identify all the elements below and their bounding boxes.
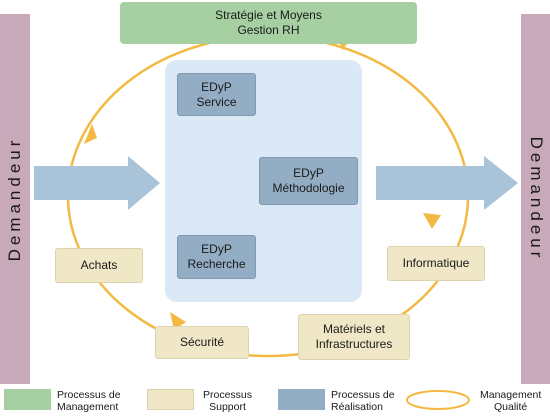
flow-arrow-in [34,156,160,210]
legend-realisation-swatch [278,389,325,410]
legend-management-swatch [4,389,51,410]
achats-label: Achats [80,258,118,272]
legend-realisation-text: Processus de Réalisation [331,389,395,413]
materiels-box: Matériels et Infrastructures [298,314,410,360]
demandeur-right-bar: Demandeur [521,14,550,384]
legend-qualite-text: Management Qualité [480,389,542,413]
securite-box: Sécurité [155,326,249,359]
edyp-methodologie-box: EDyP Méthodologie [259,157,358,205]
materiels-line2: Infrastructures [315,337,393,351]
edyp-recherche-line2: Recherche [187,257,246,271]
legend: Processus de Management Processus Suppor… [0,384,550,417]
legend-quality-swatch [406,390,470,410]
edyp-recherche-line1: EDyP [201,242,232,256]
strategie-line2: Gestion RH [237,23,300,37]
flow-arrow-out [376,156,518,210]
ring-arrow-bottom [170,312,186,330]
edyp-methodologie-line2: Méthodologie [272,181,345,195]
legend-support-swatch [147,389,194,410]
strategie-box: Stratégie et Moyens Gestion RH [120,2,417,44]
legend-support-text: Processus Support [203,389,253,413]
demandeur-left-label: Demandeur [5,136,24,262]
demandeur-right-label: Demandeur [526,136,546,262]
edyp-methodologie-line1: EDyP [293,166,324,180]
ring-arrow-left [84,124,97,144]
informatique-box: Informatique [387,246,485,281]
strategie-line1: Stratégie et Moyens [215,8,322,22]
edyp-recherche-box: EDyP Recherche [177,235,256,279]
demandeur-left-bar: Demandeur [0,14,30,384]
materiels-line1: Matériels et [322,322,385,336]
securite-label: Sécurité [179,335,225,349]
informatique-label: Informatique [402,256,470,270]
edyp-service-line2: Service [196,94,237,109]
ring-arrow-right [423,213,441,229]
achats-box: Achats [55,248,143,283]
edyp-service-line1: EDyP [201,79,232,94]
edyp-service-box: EDyP Service [177,73,256,116]
legend-management-text: Processus de Management [57,389,121,413]
